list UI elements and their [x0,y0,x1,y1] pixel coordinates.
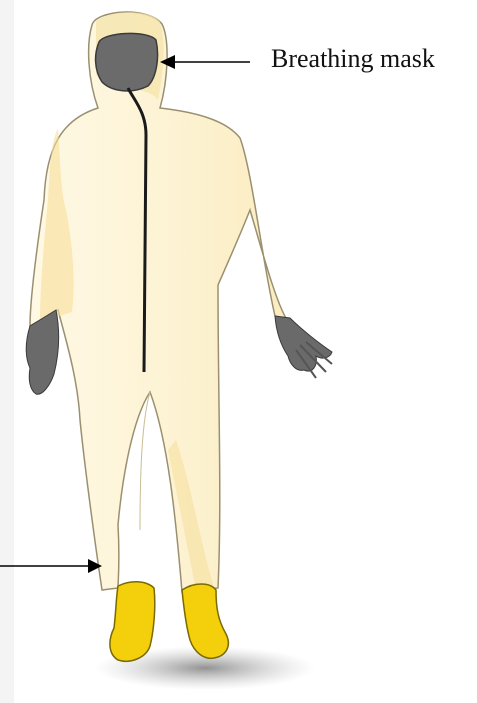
mask-arrow [160,55,250,69]
left-shade [0,0,14,703]
left-boot [110,582,155,662]
breathing-mask [96,33,158,91]
suit-arrow [0,559,102,573]
breathing-mask-label: Breathing mask [271,44,435,74]
right-glove [275,316,332,371]
leg-seam [140,392,150,530]
